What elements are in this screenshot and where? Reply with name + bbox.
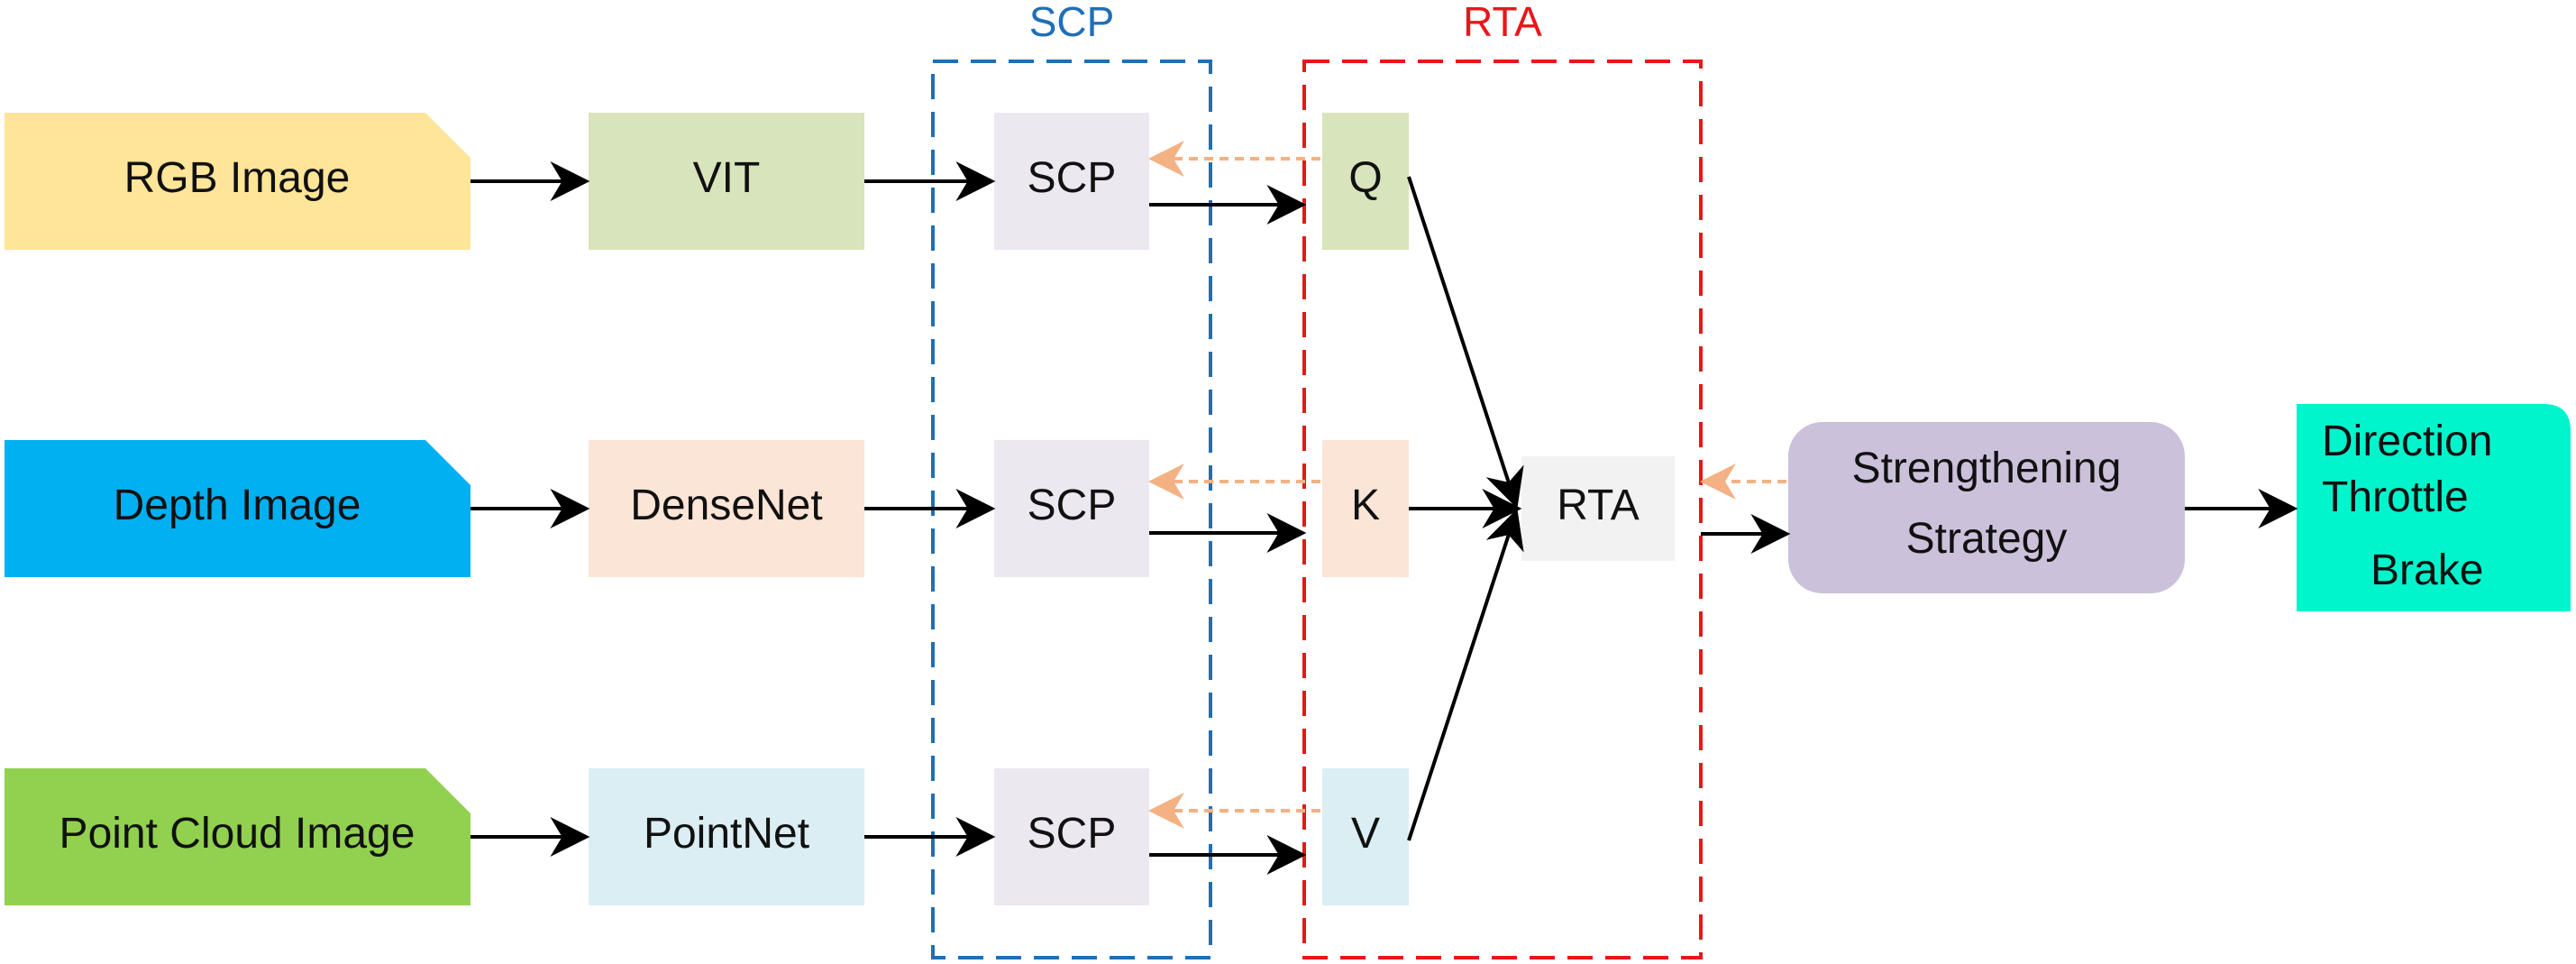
- input-rgb-image: [5, 113, 470, 250]
- scp-block-1: [994, 113, 1149, 250]
- scp-group-label: SCP: [1029, 0, 1115, 45]
- value-label: V: [1351, 810, 1380, 858]
- rta-block: [1521, 456, 1675, 561]
- scp-block-3: [994, 768, 1149, 905]
- input-rgb-image-label: RGB Image: [124, 154, 351, 202]
- encoder-vit-label: VIT: [693, 154, 761, 202]
- rta-group-label: RTA: [1463, 0, 1542, 45]
- encoder-pointnet-label: PointNet: [644, 810, 809, 858]
- key-label: K: [1351, 482, 1380, 529]
- input-depth-image-label: Depth Image: [114, 482, 361, 529]
- scp-block-2: [994, 440, 1149, 577]
- input-point-cloud-image-label: Point Cloud Image: [59, 810, 416, 858]
- strengthening-strategy-block: [1788, 422, 2185, 593]
- input-point-cloud-image: [5, 768, 470, 905]
- query-label: Q: [1348, 154, 1382, 202]
- encoder-pointnet: [589, 768, 864, 905]
- output-line2: Throttle: [2322, 473, 2469, 521]
- rta-group-frame: [1302, 60, 1703, 959]
- scp-block-3-label: SCP: [1028, 810, 1117, 858]
- scp-block-2-label: SCP: [1028, 482, 1117, 529]
- encoder-densenet-label: DenseNet: [630, 482, 822, 529]
- strategy-line1: Strengthening: [1852, 445, 2122, 492]
- encoder-vit: [589, 113, 864, 250]
- arrow-v-to-rta: [1407, 508, 1524, 841]
- key-box: [1322, 440, 1409, 577]
- output-block: [2297, 404, 2571, 611]
- arrow-q-to-rta: [1407, 176, 1524, 510]
- encoder-densenet: [589, 440, 864, 577]
- scp-block-1-label: SCP: [1028, 154, 1117, 202]
- output-line1: Direction: [2322, 418, 2492, 465]
- input-depth-image: [5, 440, 470, 577]
- output-line3: Brake: [2370, 546, 2483, 594]
- rta-block-label: RTA: [1557, 482, 1640, 529]
- strategy-line2: Strategy: [1906, 515, 2068, 563]
- value-box: [1322, 768, 1409, 905]
- query-box: [1322, 113, 1409, 250]
